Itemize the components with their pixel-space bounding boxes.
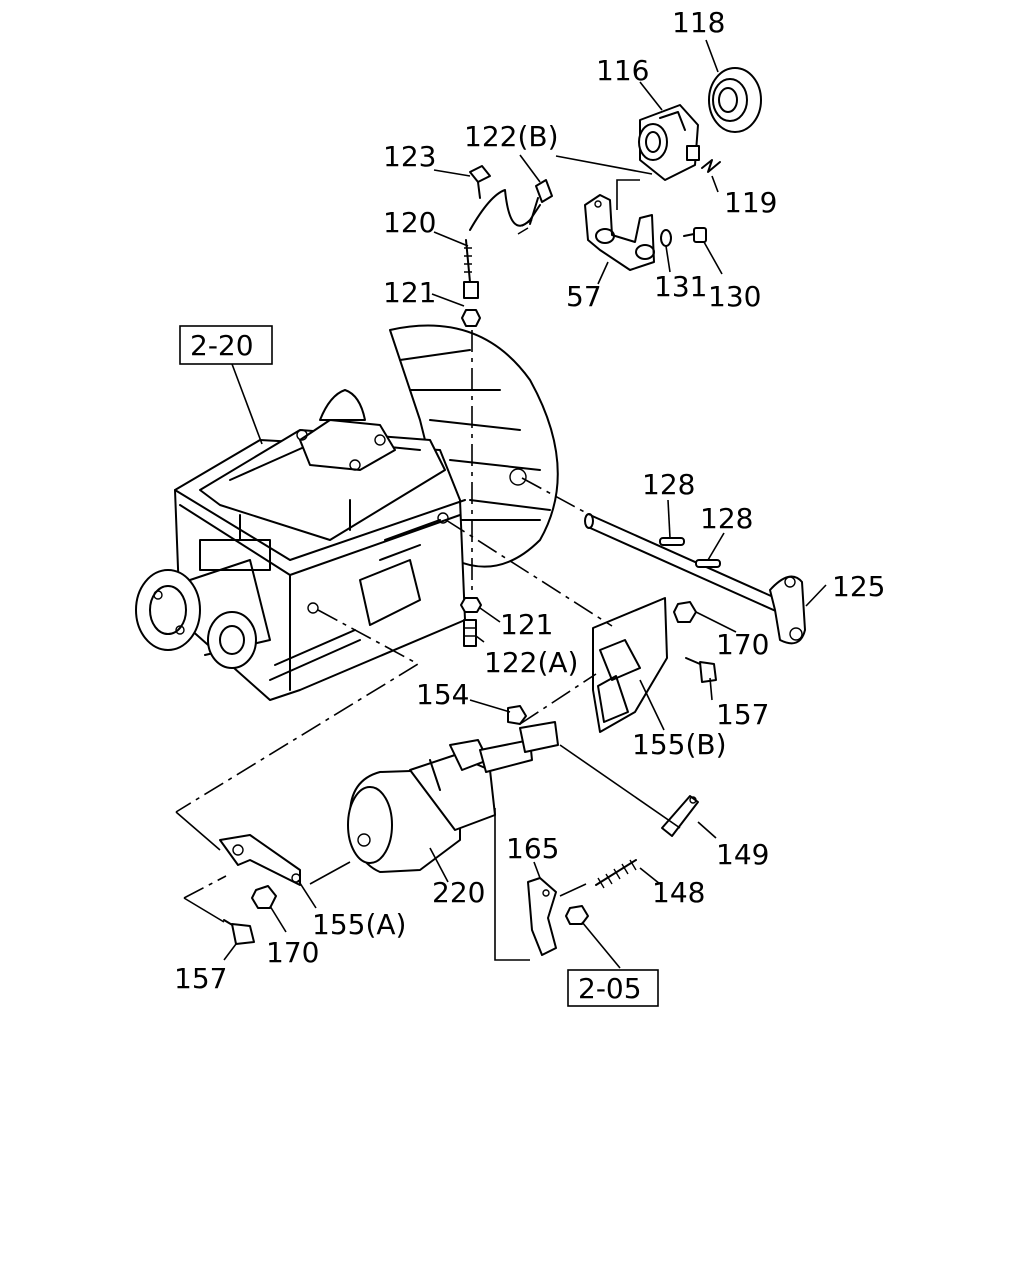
- callout-170-left: 170: [266, 936, 319, 969]
- callout-118: 118: [672, 6, 725, 39]
- callout-123: 123: [383, 140, 436, 173]
- reference-label-2-20: 2-20: [190, 329, 254, 362]
- washer-131: [660, 229, 672, 247]
- callout-128-b: 128: [700, 502, 753, 535]
- callout-157-left: 157: [174, 962, 227, 995]
- nut-170-right: [673, 601, 697, 623]
- callout-131: 131: [654, 270, 707, 303]
- release-bearing-carrier-116[interactable]: [638, 104, 700, 181]
- callout-119: 119: [724, 186, 777, 219]
- callout-116: 116: [596, 54, 649, 87]
- clip-123: [469, 165, 491, 199]
- release-bearing-118[interactable]: [708, 67, 762, 133]
- callout-170-right: 170: [716, 628, 769, 661]
- callout-149: 149: [716, 838, 769, 871]
- bracket-155b[interactable]: [592, 597, 668, 733]
- callout-148: 148: [652, 876, 705, 909]
- callout-128-a: 128: [642, 468, 695, 501]
- callout-57: 57: [566, 280, 602, 313]
- callout-165: 165: [506, 832, 559, 865]
- transmission-housing: [135, 324, 559, 701]
- bolt-157-left: [223, 919, 255, 945]
- callout-120: 120: [383, 206, 436, 239]
- hose-connector-122b: [529, 179, 553, 225]
- hose-connector-122a: [463, 619, 477, 647]
- callout-157-right: 157: [716, 698, 769, 731]
- bracket-155a[interactable]: [219, 834, 301, 886]
- callout-122a: 122(A): [484, 646, 578, 679]
- return-rod-149: [661, 795, 699, 837]
- clip-spring-119: [701, 159, 721, 173]
- leader-lines: [175, 39, 827, 969]
- nut-2-05: [565, 905, 589, 925]
- bolt-130: [683, 227, 707, 243]
- spring-bracket-165[interactable]: [527, 877, 557, 956]
- nut-170-left: [251, 885, 277, 909]
- callout-121-mid: 121: [500, 608, 553, 641]
- return-spring-148: [595, 859, 637, 889]
- release-fork-57[interactable]: [584, 194, 655, 271]
- clutch-booster-220[interactable]: [347, 721, 559, 873]
- callout-122b: 122(B): [464, 120, 559, 153]
- nut-121-top: [461, 281, 481, 327]
- nut-121-mid: [460, 597, 482, 613]
- callout-154: 154: [416, 678, 469, 711]
- bolt-157-right: [685, 657, 717, 683]
- callout-labels: 118 116 119 123 122(B) 120 121 57 131 13…: [174, 6, 885, 995]
- callout-121-top: 121: [383, 276, 436, 309]
- reference-box-2-20[interactable]: 2-20: [179, 325, 273, 365]
- shaft-key-128-b: [695, 559, 721, 568]
- callout-155b: 155(B): [632, 728, 727, 761]
- shaft-key-128-a: [659, 537, 685, 546]
- callout-220: 220: [432, 876, 485, 909]
- callout-155a: 155(A): [312, 908, 406, 941]
- flexible-hose-120[interactable]: [464, 189, 541, 283]
- reference-label-2-05: 2-05: [578, 972, 642, 1005]
- reference-box-2-05[interactable]: 2-05: [567, 969, 659, 1007]
- callout-130: 130: [708, 280, 761, 313]
- pin-154: [507, 705, 527, 725]
- callout-125: 125: [832, 570, 885, 603]
- clutch-cross-shaft-125[interactable]: [584, 513, 806, 645]
